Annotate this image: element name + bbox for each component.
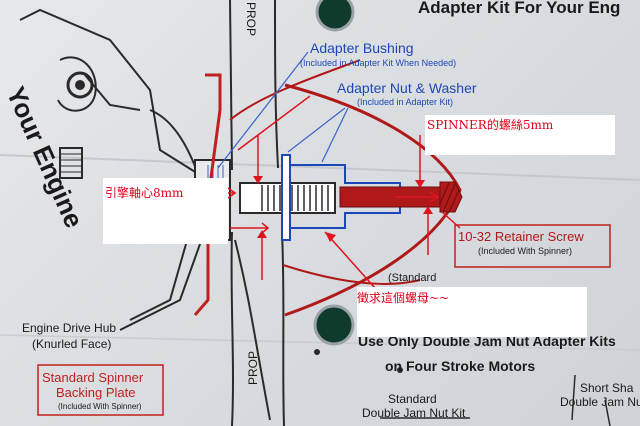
prop-label-bottom: PROP	[246, 350, 260, 385]
screw-head-hatch	[439, 182, 460, 213]
spinner-thread-text: SPINNER的螺絲5mm	[427, 118, 554, 132]
four-stroke-label: on Four Stroke Motors	[385, 358, 536, 374]
spinner-cone-top	[229, 59, 361, 121]
backing-plate-label-line2: Backing Plate	[56, 385, 136, 400]
carton-hole-top	[315, 0, 355, 32]
red-leaders	[237, 95, 461, 289]
dimension-arrows	[200, 187, 440, 234]
backing-plate-label-box	[37, 364, 164, 416]
adapter-nut-label: Adapter Nut & Washer	[337, 80, 477, 96]
engine-shaft-note: 引擎軸心8mm	[103, 178, 228, 244]
blue-leaders	[217, 51, 349, 169]
seeking-nut-text: 徵求這個螺母~~	[357, 291, 450, 305]
engine-bolt	[66, 71, 94, 99]
bottom-banner: Use Only Double Jam Nut Adapter Kits	[358, 333, 616, 349]
washer	[281, 154, 291, 241]
retainer-label-box	[454, 224, 611, 268]
kit-sketches	[380, 374, 611, 426]
prop-label-top: PROP	[244, 2, 258, 37]
propeller-outline	[229, 0, 285, 426]
standard-kit-label-line2: Double Jam Nut Kit	[362, 406, 466, 420]
short-shaft-label-line2: Double Jam Nu	[560, 395, 640, 409]
backing-plate-label-line1: Standard Spinner	[42, 370, 144, 385]
drive-hub-note: (Knurled Face)	[32, 337, 112, 351]
adapter-nut-note: (Included in Adapter Kit)	[357, 97, 454, 107]
backing-plate-note: (Included With Spinner)	[58, 402, 142, 411]
engine-stud	[59, 147, 83, 179]
carton-dot	[314, 349, 320, 355]
retainer-screw-note: (Included With Spinner)	[478, 246, 573, 256]
red-arrowheads	[253, 176, 433, 242]
retainer-screw-head	[439, 181, 463, 213]
retainer-screw-label: 10-32 Retainer Screw	[458, 229, 584, 244]
standard-kit-label-line1: Standard	[388, 392, 437, 406]
engine-bolt-center	[75, 80, 85, 90]
spinner-cone-bottom	[282, 264, 421, 285]
carton-hole-bottom	[313, 304, 355, 346]
adapter-bushing-note: (Included in Adapter Kit When Needed)	[300, 58, 457, 68]
short-shaft-label-line1: Short Sha	[580, 381, 634, 395]
drive-hub-label: Engine Drive Hub	[22, 321, 117, 335]
spinner-cone	[284, 83, 462, 317]
fold-line	[0, 154, 640, 181]
carton-dot	[397, 367, 403, 373]
adapter-bushing-label: Adapter Bushing	[310, 40, 414, 56]
spinner-thread-note: SPINNER的螺絲5mm	[425, 115, 615, 155]
stud-threads	[60, 153, 82, 173]
engine-shaft-text: 引擎軸心8mm	[105, 186, 184, 200]
fold-line	[0, 334, 640, 351]
header-title: Adapter Kit For Your Eng	[418, 0, 621, 17]
backing-plate	[193, 73, 222, 316]
standard-label: (Standard	[388, 272, 437, 284]
seeking-nut-note: 徵求這個螺母~~	[357, 287, 587, 337]
